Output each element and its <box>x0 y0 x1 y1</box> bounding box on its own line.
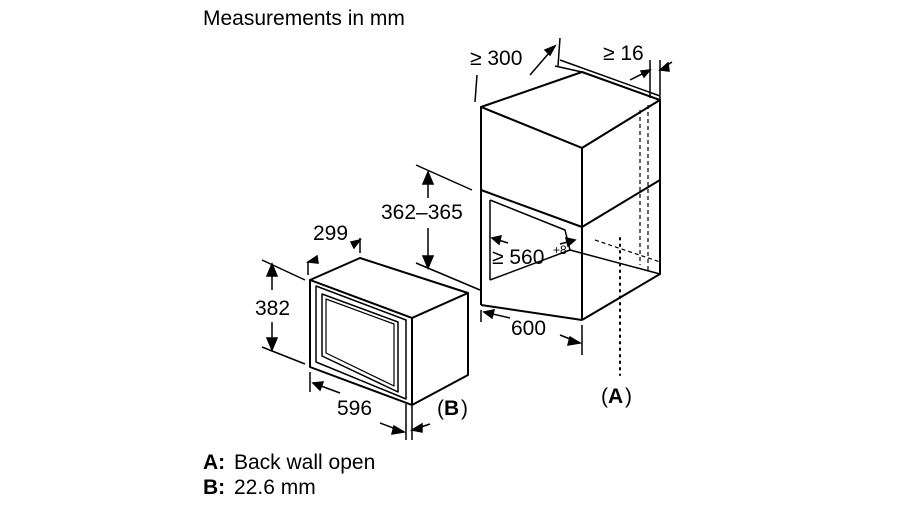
dim-cabinet-offset <box>629 60 673 98</box>
dim-cabinet-offset-label: ≥ 16 <box>603 42 644 65</box>
legend-b-text: 22.6 mm <box>234 476 316 499</box>
dim-niche-height <box>415 164 481 291</box>
marker-a-open: ( <box>601 385 608 408</box>
dim-cabinet-width <box>480 309 583 355</box>
appliance-front-bezel <box>315 285 407 400</box>
legend-a-text: Back wall open <box>234 451 375 474</box>
dim-appliance-height <box>261 259 306 365</box>
dim-cabinet-width-label: 600 <box>511 317 546 340</box>
marker-a-close: ) <box>625 385 632 408</box>
appliance-front <box>309 279 413 406</box>
dim-cabinet-depth-label: ≥ 300 <box>470 47 522 70</box>
dim-niche-height-label: 362–365 <box>381 201 463 224</box>
diagram-title: Measurements in mm <box>203 7 405 30</box>
cabinet-hidden-edges <box>594 105 661 270</box>
dim-appliance-width-label: 596 <box>337 397 372 420</box>
dim-cabinet-depth <box>474 37 561 103</box>
appliance-drawing <box>309 257 469 406</box>
dim-appliance-depth-label: 299 <box>313 222 348 245</box>
legend: A: Back wall open B: 22.6 mm <box>203 451 375 499</box>
appliance-door-inner <box>325 298 395 387</box>
cabinet-drawing <box>480 59 661 321</box>
marker-b-open: ( <box>437 397 444 420</box>
dim-appliance-depth <box>305 238 362 275</box>
upper-back-rail-2 <box>559 59 661 100</box>
legend-b-key: B: <box>203 476 225 499</box>
marker-a-letter: A <box>608 385 623 408</box>
dim-niche-width <box>490 235 577 248</box>
marker-b-letter: B <box>444 397 459 420</box>
dim-appliance-height-label: 382 <box>255 297 290 320</box>
appliance-door-window <box>321 293 399 393</box>
dim-appliance-width <box>309 372 431 440</box>
dim-niche-width-label: ≥ 560 <box>492 246 544 269</box>
marker-b-close: ) <box>461 397 468 420</box>
niche-bottom-front <box>480 304 583 321</box>
dim-niche-width-tolerance: +8 <box>553 243 567 257</box>
legend-a-key: A: <box>203 451 225 474</box>
upper-back-rail <box>554 65 661 101</box>
